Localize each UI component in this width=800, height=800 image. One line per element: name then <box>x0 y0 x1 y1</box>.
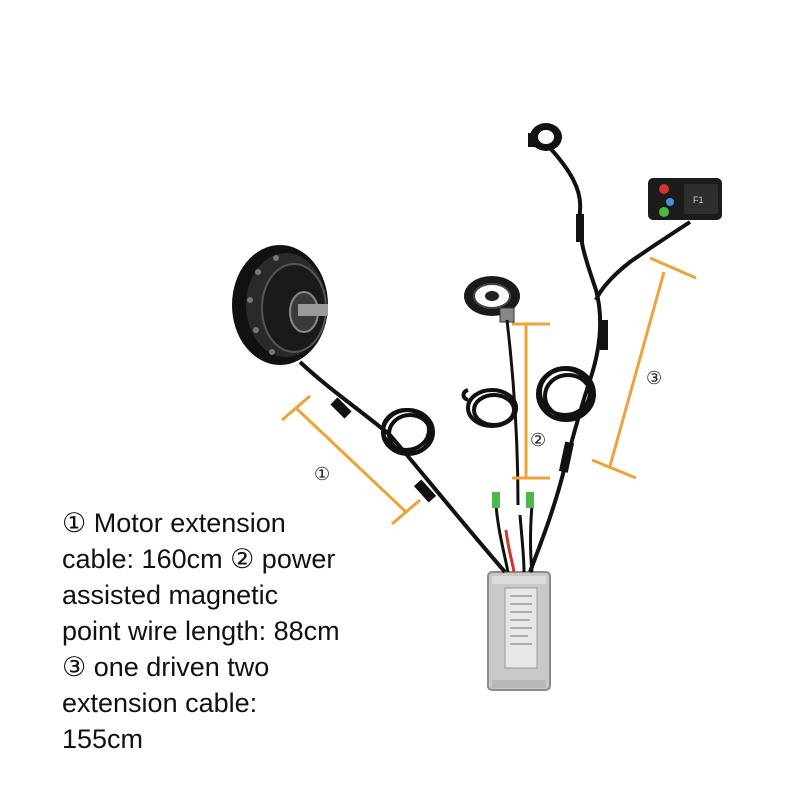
cable-coil <box>461 388 518 428</box>
caption-line: ③ one driven two <box>62 652 270 682</box>
display-cable <box>594 220 692 301</box>
dimension-line-2 <box>512 322 550 480</box>
caption-line: ① Motor extension <box>62 508 286 538</box>
throttle-cable <box>528 146 603 573</box>
caption-line: point wire length: 88cm <box>62 616 340 646</box>
throttle <box>528 123 562 151</box>
caption-line: 155cm <box>62 724 144 754</box>
caption-line: cable: 160cm ② power <box>62 544 336 574</box>
caption-line: extension cable: <box>62 688 258 718</box>
marker-3: ③ <box>646 368 662 388</box>
pas-magnetic-disc <box>464 276 520 323</box>
green-connector <box>492 492 500 508</box>
kit-description-caption: ① Motor extension cable: 160cm ② power a… <box>62 505 422 757</box>
cable-coil <box>536 366 596 422</box>
dimension-line-1 <box>281 394 421 526</box>
display-screen-text: F1 <box>693 195 704 205</box>
controller-wires <box>494 504 534 573</box>
green-connector <box>526 492 534 508</box>
hub-motor <box>232 245 328 365</box>
controller-box <box>487 571 551 691</box>
dimension-line-3 <box>591 256 697 480</box>
cable-coil <box>381 408 435 456</box>
marker-1: ① <box>314 464 330 484</box>
motor-extension-cable <box>298 360 507 574</box>
marker-2: ② <box>530 430 546 450</box>
lcd-display: F1 <box>648 178 722 220</box>
caption-line: assisted magnetic <box>62 580 279 610</box>
